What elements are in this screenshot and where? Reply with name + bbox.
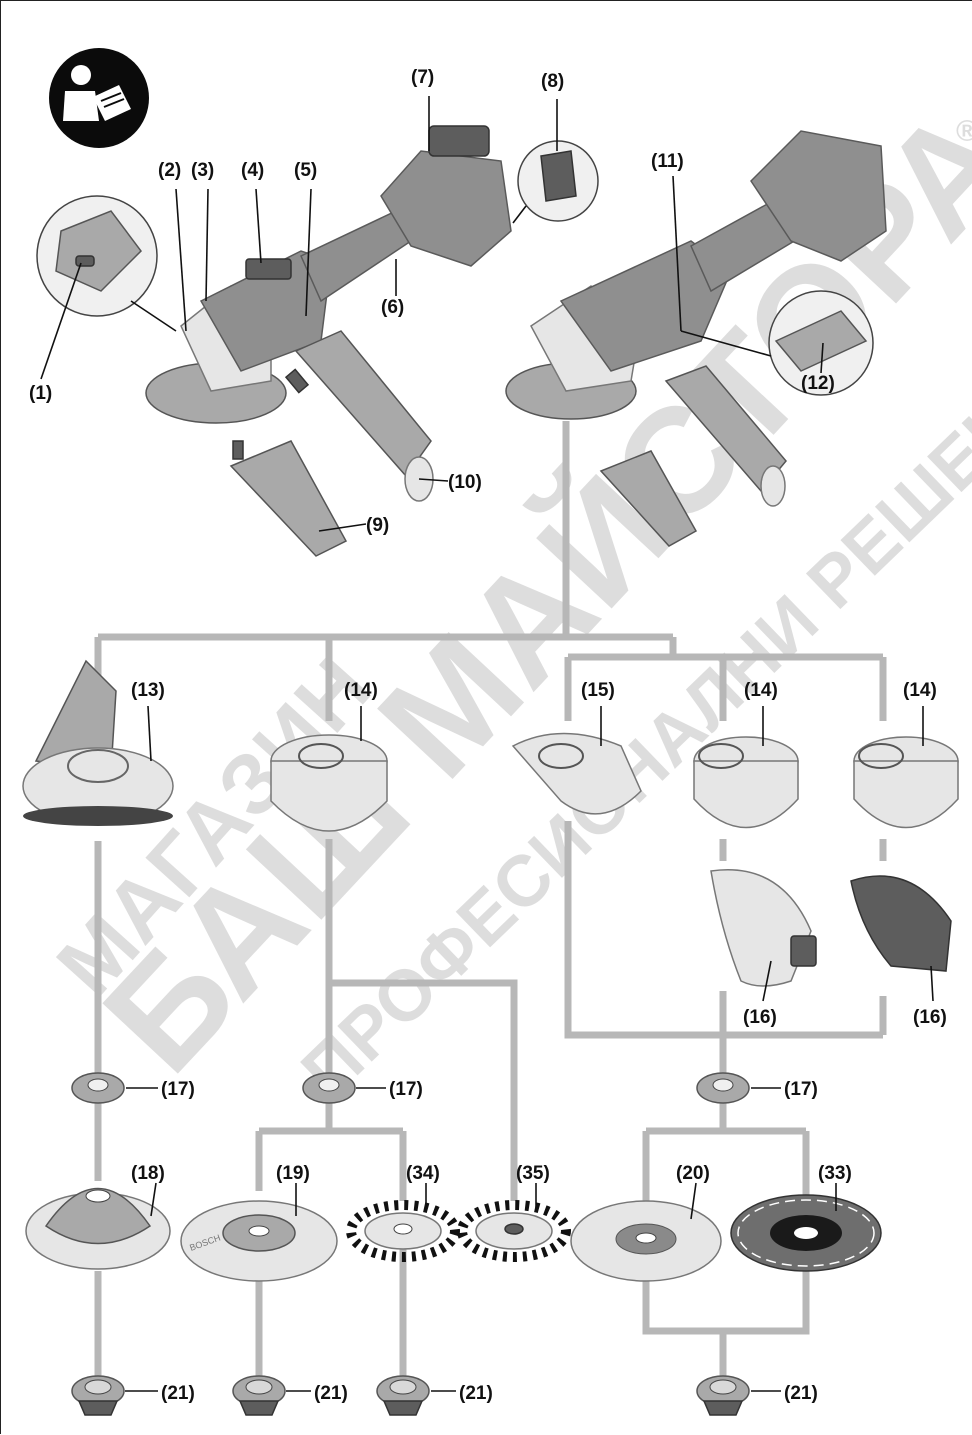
label-9: (9) (366, 515, 389, 536)
label-17-c: (17) (784, 1079, 818, 1100)
flange-17-c (696, 1072, 750, 1104)
side-handle-right-b (599, 450, 698, 547)
display-left (245, 258, 292, 280)
label-19: (19) (276, 1163, 310, 1184)
label-17-b: (17) (389, 1079, 423, 1100)
cover-16-b (850, 875, 952, 972)
label-21-d: (21) (784, 1383, 818, 1404)
angle-grinder-left (36, 125, 599, 557)
label-14-a: (14) (344, 680, 378, 701)
read-manual-icon (49, 48, 149, 148)
battery-left (380, 150, 512, 267)
label-1: (1) (29, 383, 52, 404)
label-5: (5) (294, 160, 317, 181)
watermark-registered: ® (956, 115, 972, 148)
label-8: (8) (541, 71, 564, 92)
label-20: (20) (676, 1163, 710, 1184)
cover-16-a (710, 869, 817, 987)
cutting-disc-20 (570, 1200, 722, 1282)
label-14-c: (14) (903, 680, 937, 701)
label-17-a: (17) (161, 1079, 195, 1100)
label-16-a: (16) (743, 1007, 777, 1028)
flange-17-b (302, 1072, 356, 1104)
guard-14-c (853, 736, 959, 829)
label-2: (2) (158, 160, 181, 181)
label-16-b: (16) (913, 1007, 947, 1028)
label-34: (34) (406, 1163, 440, 1184)
label-3: (3) (191, 160, 214, 181)
label-6: (6) (381, 297, 404, 318)
flange-17-a (71, 1072, 125, 1104)
grinding-disc-19: BOSCH (180, 1200, 338, 1282)
label-10: (10) (448, 472, 482, 493)
label-21-b: (21) (314, 1383, 348, 1404)
label-33: (33) (818, 1163, 852, 1184)
label-21-a: (21) (161, 1383, 195, 1404)
wire-brush-34 (346, 1200, 460, 1262)
battery-top-left (428, 125, 490, 157)
angle-grinder-right (505, 130, 887, 547)
cup-wheel-18 (25, 1187, 171, 1270)
label-15: (15) (581, 680, 615, 701)
diamond-disc-33 (730, 1194, 882, 1272)
label-14-b: (14) (744, 680, 778, 701)
clamping-nut-21-d (696, 1375, 750, 1416)
clamping-nut-21-c (376, 1375, 430, 1416)
side-handle-right-a (664, 365, 787, 507)
wire-brush-35 (457, 1200, 571, 1262)
label-11: (11) (651, 151, 684, 172)
clamping-nut-21-a (71, 1375, 125, 1416)
leader-lines (40, 96, 934, 1392)
label-13: (13) (131, 680, 165, 701)
part-labels: (1) (2) (3) (4) (5) (6) (7) (8) (9) (10)… (29, 67, 947, 1404)
label-35: (35) (516, 1163, 550, 1184)
label-21-c: (21) (459, 1383, 493, 1404)
guard-14-b (693, 736, 799, 829)
side-handle-9 (229, 440, 348, 557)
label-12: (12) (801, 373, 835, 394)
clamping-nut-21-b (232, 1375, 286, 1416)
dust-hood-13 (22, 659, 174, 826)
label-7: (7) (411, 67, 434, 88)
label-18: (18) (131, 1163, 165, 1184)
guard-14-a (270, 734, 388, 832)
label-4: (4) (241, 160, 264, 181)
guard-15 (511, 732, 642, 815)
connector-lines (94, 421, 887, 1377)
battery-right (750, 130, 887, 262)
